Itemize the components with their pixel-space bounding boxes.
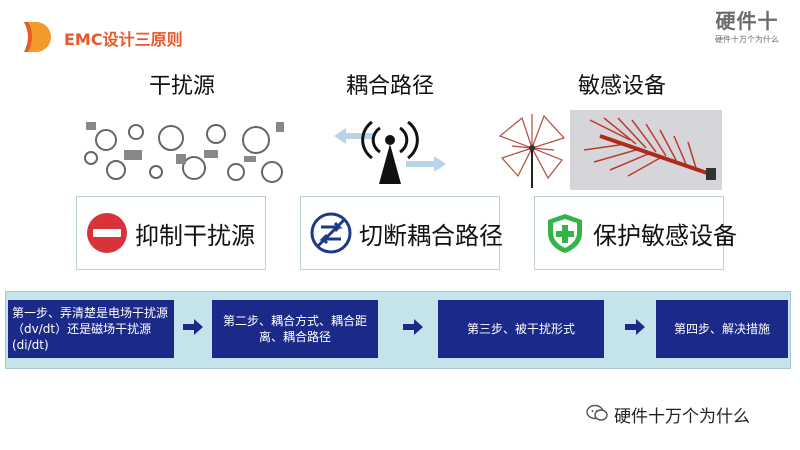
step-1-box: 第一步、弄清楚是电场干扰源（dv/dt）还是磁场干扰源(di/dt) [8,300,174,358]
heading-sensitive-device: 敏感设备 [577,74,666,99]
heading-interference-source: 干扰源 [148,74,215,99]
steps-strip: 第一步、弄清楚是电场干扰源（dv/dt）还是磁场干扰源(di/dt) 第二步、耦… [5,291,791,369]
log-periodic-antenna-image [570,110,722,190]
arrow-right-icon [403,319,423,335]
brand-logo-sub: 硬件十万个为什么 [715,35,779,44]
interference-sources-image [76,110,290,190]
principle-protect-device: 保护敏感设备 [534,196,737,270]
step-4-box: 第四步、解决措施 [656,300,788,358]
minus-circle-icon [87,213,127,253]
brand-d-logo-icon [24,22,51,52]
arrow-right-icon [625,319,645,335]
brand-logo: 硬件十 硬件十万个为什么 [708,8,786,56]
step-3-box: 第三步、被干扰形式 [438,300,604,358]
principle-label: 切断耦合路径 [359,221,503,250]
step-2-box: 第二步、耦合方式、耦合距离、耦合路径 [212,300,378,358]
principle-suppress-source: 抑制干扰源 [76,196,266,270]
heading-coupling-path: 耦合路径 [345,74,434,99]
footer-account-name: 硬件十万个为什么 [614,407,750,427]
wechat-icon [586,404,608,421]
principle-cut-coupling: 切断耦合路径 [300,196,503,270]
principle-label: 抑制干扰源 [135,221,255,250]
wireless-coupling-image [334,120,446,184]
principle-label: 保护敏感设备 [593,221,737,250]
swap-circle-icon [310,212,352,254]
shield-plus-icon [548,214,582,253]
page-title: EMC设计三原则 [64,30,183,49]
brand-logo-main: 硬件十 [715,9,779,33]
antenna-image [498,114,566,188]
arrow-right-icon [183,319,203,335]
